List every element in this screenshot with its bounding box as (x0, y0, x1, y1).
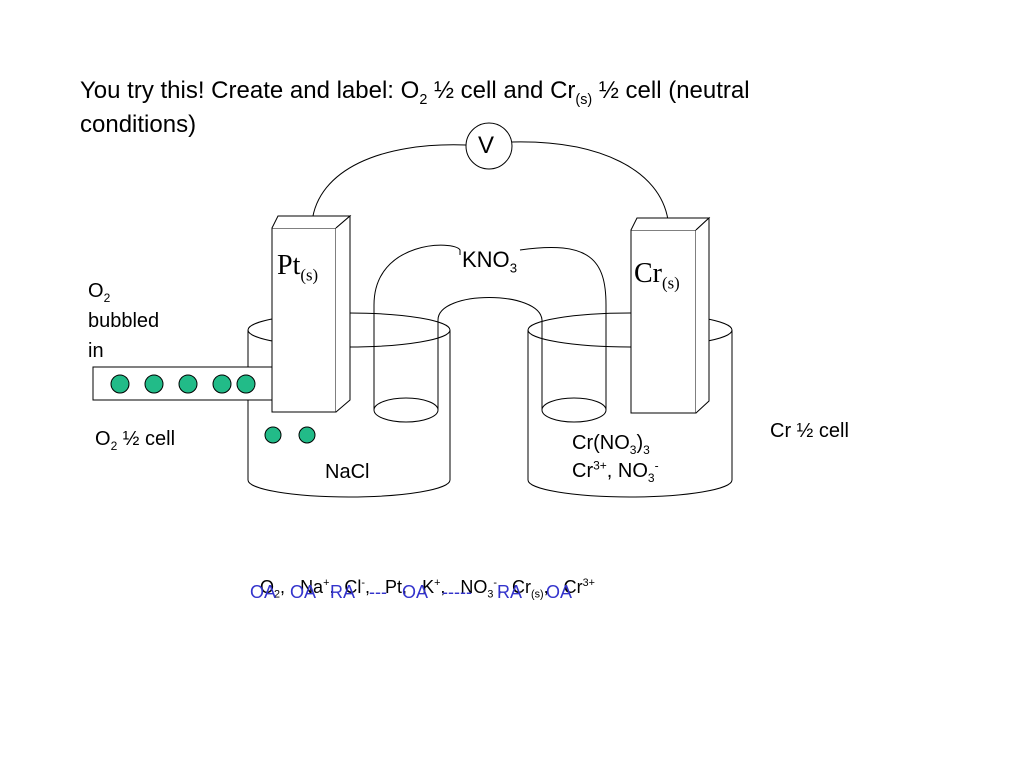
species-item: Na+, (300, 577, 345, 597)
o2-bubbles-in-tube (110, 374, 256, 394)
right-beaker (527, 312, 733, 498)
right-solution-label: Cr(NO3)3 Cr3+, NO3- (572, 432, 659, 485)
cr-half-cell-label: Cr ½ cell (770, 420, 849, 442)
title-text: conditions) (80, 110, 197, 138)
left-wire (311, 144, 467, 223)
right-wire (511, 141, 669, 221)
cr-electrode-label: Cr(s) (634, 258, 680, 293)
o2-bubble (236, 374, 256, 394)
o2-bubble (110, 374, 130, 394)
voltmeter-label: V (478, 132, 495, 159)
pt-electrode-label: Pt(s) (277, 250, 319, 285)
pt-electrode (271, 214, 352, 413)
species-item: K+, (422, 577, 461, 597)
salt-bridge-label: KNO3 (462, 247, 518, 276)
title-subscript: 2 (419, 91, 428, 108)
species-item: Cr(s), (512, 577, 564, 601)
page-title: You try this! Create and label: O2 ½ cel… (80, 74, 900, 141)
o2-input-label: O2 bubbled in (88, 280, 160, 362)
species-item: Cl-, (344, 577, 386, 597)
title-subscript: (s) (575, 91, 593, 108)
species-list: O2, Na+, Cl-, Pt, K+, NO3-, Cr(s), Cr3+ (250, 556, 595, 601)
voltmeter (465, 122, 513, 170)
o2-bubble (212, 374, 232, 394)
o2-half-cell-label: O2 ½ cell (95, 428, 176, 453)
oxidizing-reducing-agent-row: OA OA RA --- OA ----- RA OA (250, 582, 573, 602)
title-text: You try this! Create and label: O (80, 77, 420, 104)
species-item: Pt, (385, 577, 423, 597)
o2-bubble (178, 374, 198, 394)
left-solution-label: NaCl (325, 461, 370, 483)
cr-electrode (630, 216, 711, 414)
species-item: Cr3+ (563, 577, 595, 597)
o2-bubble (264, 426, 282, 444)
title-text: ½ cell (neutral (592, 77, 750, 104)
o2-bubbles-in-solution (264, 426, 316, 444)
salt-bridge (373, 244, 607, 423)
species-item: O2, (260, 577, 301, 601)
o2-bubble (298, 426, 316, 444)
o2-bubble (144, 374, 164, 394)
species-item: NO3-, (460, 577, 513, 601)
title-text: ½ cell and Cr (427, 77, 576, 104)
